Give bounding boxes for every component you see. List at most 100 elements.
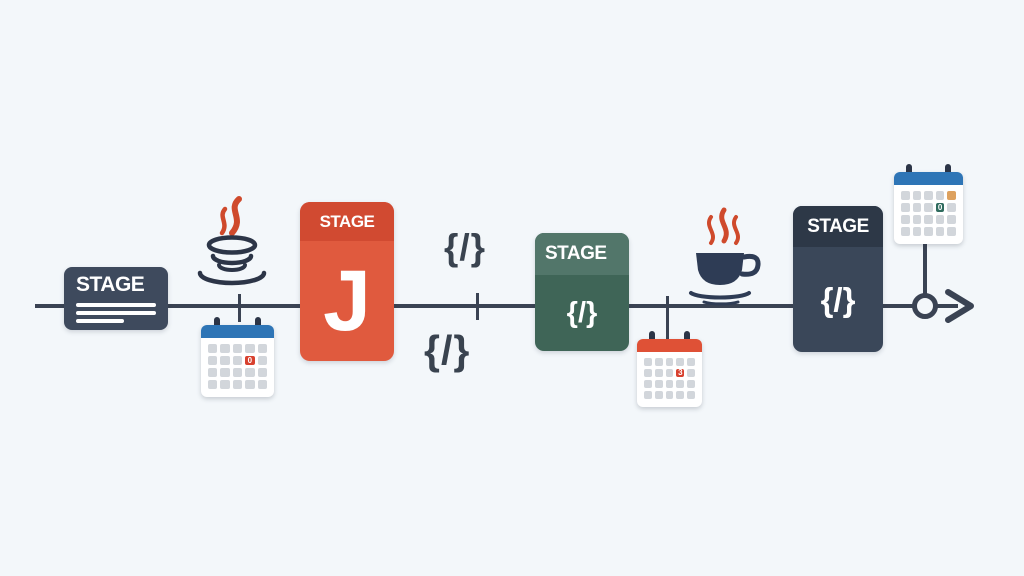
calendar-day-cell <box>232 380 243 389</box>
calendar-header <box>637 339 702 352</box>
calendar-day-cell <box>665 391 674 399</box>
calendar-day-cell <box>901 215 910 224</box>
calendar-day-cell <box>901 191 910 200</box>
calendar-day-cell <box>935 227 945 236</box>
calendar-day-cell <box>644 380 652 388</box>
stage-card-3-body: {/} <box>535 275 629 351</box>
stage-card-1-label: STAGE <box>76 273 145 296</box>
calendar-day-cell <box>935 215 945 224</box>
stage-card-3-header: STAGE <box>535 233 629 275</box>
calendar-day-cell <box>644 369 652 377</box>
stage-card-4-header: STAGE <box>793 206 883 247</box>
calendar-day-cell <box>654 380 663 388</box>
calendar-header <box>894 172 963 185</box>
calendar-pin <box>254 317 261 332</box>
calendar-grid: 3 <box>637 352 702 407</box>
calendar-day-cell <box>208 380 218 389</box>
arrow-right-icon <box>945 289 974 323</box>
calendar-pin <box>944 164 951 179</box>
calendar-day-cell <box>687 391 695 399</box>
calendar-day-cell <box>912 203 922 212</box>
calendar-day-cell <box>947 215 956 224</box>
java-logo-icon <box>197 196 267 286</box>
calendar-day-cell <box>245 368 255 377</box>
calendar-grid: 0 <box>894 185 963 244</box>
calendar-day-cell <box>208 356 218 365</box>
calendar-pins <box>201 317 274 332</box>
code-brackets-icon: {/} <box>424 327 471 373</box>
text-line <box>76 303 156 307</box>
calendar-highlight-cell: 0 <box>935 203 945 212</box>
calendar-day-cell <box>901 227 910 236</box>
calendar-pin <box>684 331 691 346</box>
calendar-icon: 0 <box>894 164 963 244</box>
calendar-day-cell <box>935 191 945 200</box>
stage-card-2: STAGE J <box>300 202 394 361</box>
calendar-day-cell <box>912 227 922 236</box>
stage-card-3: STAGE {/} <box>535 233 629 351</box>
calendar-day-cell <box>654 391 663 399</box>
calendar-day-cell <box>257 368 267 377</box>
calendar-day-cell <box>665 369 674 377</box>
stage-card-2-body: J <box>300 241 394 361</box>
calendar-day-cell <box>644 358 652 366</box>
calendar-highlight-cell: 3 <box>676 368 685 377</box>
stage-card-2-label: STAGE <box>319 211 375 231</box>
calendar-day-cell <box>654 369 663 377</box>
calendar-day-cell <box>901 203 910 212</box>
calendar-day-cell <box>924 191 933 200</box>
calendar-day-cell <box>924 227 933 236</box>
timeline-node-circle <box>912 293 938 319</box>
calendar-day-cell <box>947 203 956 212</box>
calendar-day-cell <box>232 356 243 365</box>
timeline-tick <box>476 293 479 320</box>
calendar-body: 0 <box>201 325 274 397</box>
stage-card-4: STAGE {/} <box>793 206 883 352</box>
stage-card-4-label: STAGE <box>807 215 869 237</box>
calendar-day-cell <box>687 358 695 366</box>
calendar-pin <box>648 331 655 346</box>
calendar-icon: 0 <box>201 317 274 397</box>
code-brackets-icon: {/} <box>444 227 487 268</box>
calendar-day-cell <box>644 391 652 399</box>
calendar-day-cell <box>665 358 674 366</box>
calendar-day-cell <box>257 380 267 389</box>
calendar-icon: 3 <box>637 331 702 407</box>
java-letter: J <box>323 253 371 349</box>
calendar-day-cell <box>687 369 695 377</box>
calendar-day-cell <box>220 356 230 365</box>
calendar-day-cell <box>208 344 218 353</box>
calendar-day-cell <box>220 368 230 377</box>
calendar-day-cell <box>257 344 267 353</box>
calendar-day-cell <box>676 380 685 388</box>
calendar-day-cell <box>665 380 674 388</box>
calendar-day-cell <box>947 227 956 236</box>
calendar-body: 3 <box>637 339 702 407</box>
calendar-day-cell <box>245 344 255 353</box>
text-line <box>76 319 124 323</box>
timeline-connector <box>923 236 927 298</box>
calendar-body: 0 <box>894 172 963 244</box>
calendar-day-cell <box>257 356 267 365</box>
timeline-tick <box>666 296 669 342</box>
timeline-tick <box>238 294 241 322</box>
stage-card-4-body: {/} <box>793 247 883 352</box>
calendar-day-cell <box>947 191 956 200</box>
calendar-day-cell <box>220 344 230 353</box>
text-line <box>76 311 156 315</box>
calendar-pins <box>894 164 963 179</box>
calendar-day-cell <box>208 368 218 377</box>
calendar-day-cell <box>220 380 230 389</box>
calendar-pin <box>906 164 913 179</box>
stage-card-2-header: STAGE <box>300 202 394 241</box>
calendar-day-cell <box>687 380 695 388</box>
calendar-pin <box>214 317 221 332</box>
calendar-day-cell <box>676 358 685 366</box>
stage-card-1: STAGE <box>64 267 168 330</box>
coffee-cup-icon <box>689 207 761 306</box>
calendar-grid: 0 <box>201 338 274 397</box>
code-brackets-icon: {/} <box>566 296 598 329</box>
calendar-day-cell <box>245 380 255 389</box>
calendar-day-cell <box>912 215 922 224</box>
